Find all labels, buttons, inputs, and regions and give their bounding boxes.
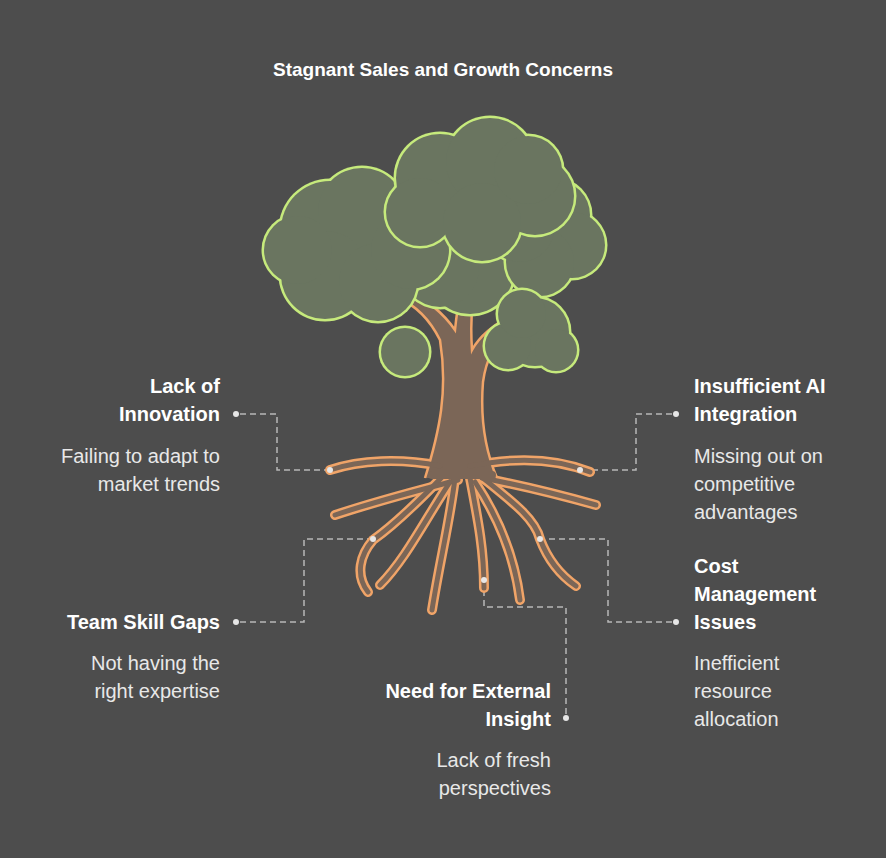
canopy-blob: [483, 288, 580, 374]
diagram-title: Stagnant Sales and Growth Concerns: [273, 58, 613, 82]
callout-text: Not having the right expertise: [50, 649, 220, 705]
tree-canopy: [262, 116, 608, 379]
callout-text: Inefficient resource allocation: [694, 649, 819, 733]
leader-dots: [233, 411, 679, 721]
callout-heading: Lack of Innovation: [90, 372, 220, 428]
callout-heading: Need for External Insight: [351, 677, 551, 733]
root-outline: [330, 460, 596, 610]
callout-text: Lack of fresh perspectives: [391, 746, 551, 802]
leader-line: [240, 539, 369, 622]
leader-line: [584, 414, 672, 470]
callout-text: Failing to adapt to market trends: [25, 442, 220, 498]
callout-heading: Team Skill Gaps: [20, 608, 220, 636]
canopy-blob: [379, 326, 432, 379]
callout-heading: Insufficient AI Integration: [694, 372, 859, 428]
callout-heading: Cost Management Issues: [694, 552, 834, 636]
canopy-blob: [384, 116, 577, 264]
leader-line: [240, 414, 334, 470]
callout-text: Missing out on competitive advantages: [694, 442, 854, 526]
root-fill: [330, 460, 596, 610]
